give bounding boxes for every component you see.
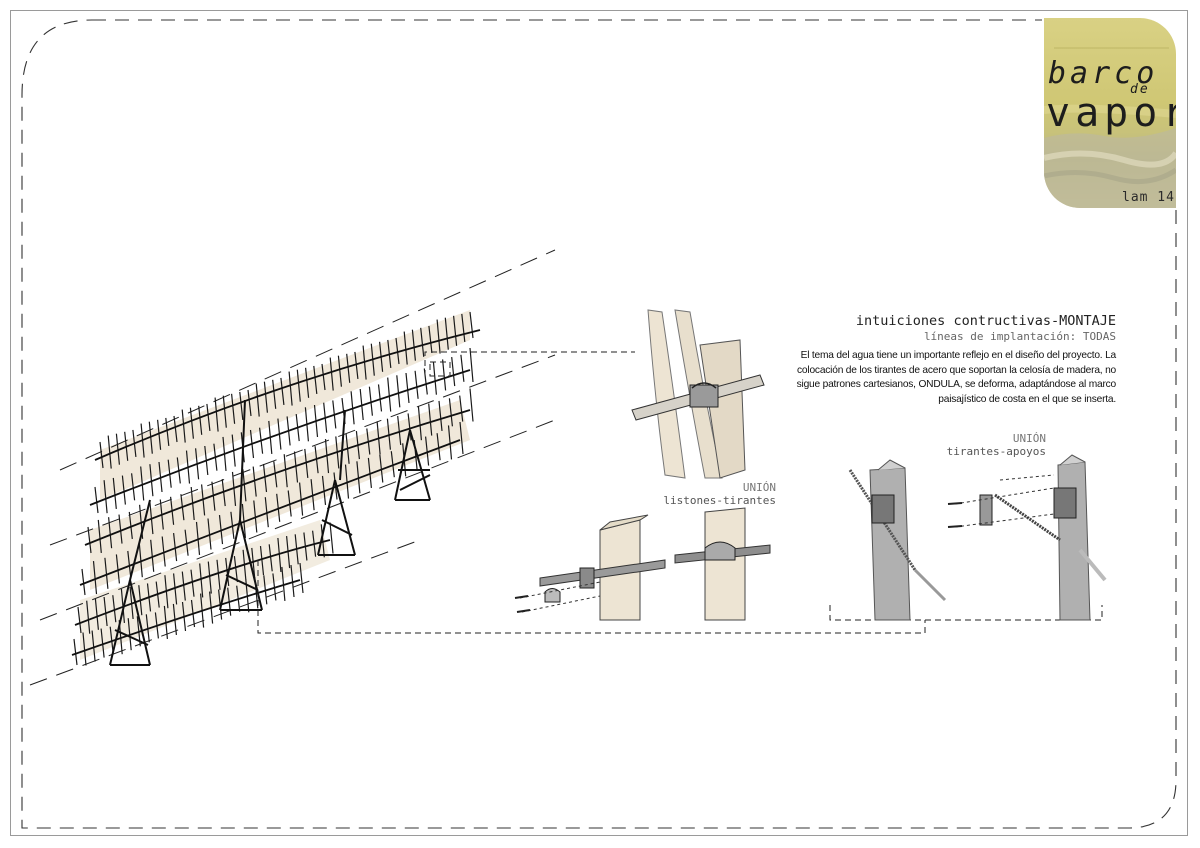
logo-word-de: de bbox=[1130, 82, 1150, 97]
logo-word-barco: barco bbox=[1048, 56, 1159, 91]
label-b-line2: tirantes-apoyos bbox=[946, 445, 1046, 458]
label-union-tirantes-apoyos: UNIÓN tirantes-apoyos bbox=[947, 432, 1046, 458]
label-union-listones-tirantes: UNIÓN listones-tirantes bbox=[663, 481, 776, 507]
label-a-line1: UNIÓN bbox=[742, 481, 776, 494]
label-b-line1: UNIÓN bbox=[1012, 432, 1046, 445]
sheet-title: intuiciones contructivas-MONTAJE bbox=[855, 313, 1116, 329]
sheet-border bbox=[10, 10, 1188, 836]
detail-clamp-assembled bbox=[674, 507, 771, 621]
detail-steel-support-a bbox=[848, 459, 947, 621]
label-a-line2: listones-tirantes bbox=[663, 494, 776, 507]
detail-slats-rod bbox=[631, 309, 765, 479]
trellis-perspective-sketch bbox=[29, 249, 556, 686]
description-paragraph: El tema del agua tiene un importante ref… bbox=[796, 350, 1117, 405]
logo-texture bbox=[1044, 47, 1176, 208]
sheet-subtitle: líneas de implantación: TODAS bbox=[923, 330, 1116, 343]
detail-steel-support-b bbox=[947, 454, 1107, 621]
barco-de-vapor-logo: barco de vapor lam 14 bbox=[1044, 18, 1176, 208]
logo-word-vapor: vapor bbox=[1046, 90, 1176, 136]
detail-clamp-exploded bbox=[514, 514, 666, 621]
callout-connectors bbox=[257, 351, 1103, 634]
sheet-number: lam 14 bbox=[1122, 190, 1175, 205]
